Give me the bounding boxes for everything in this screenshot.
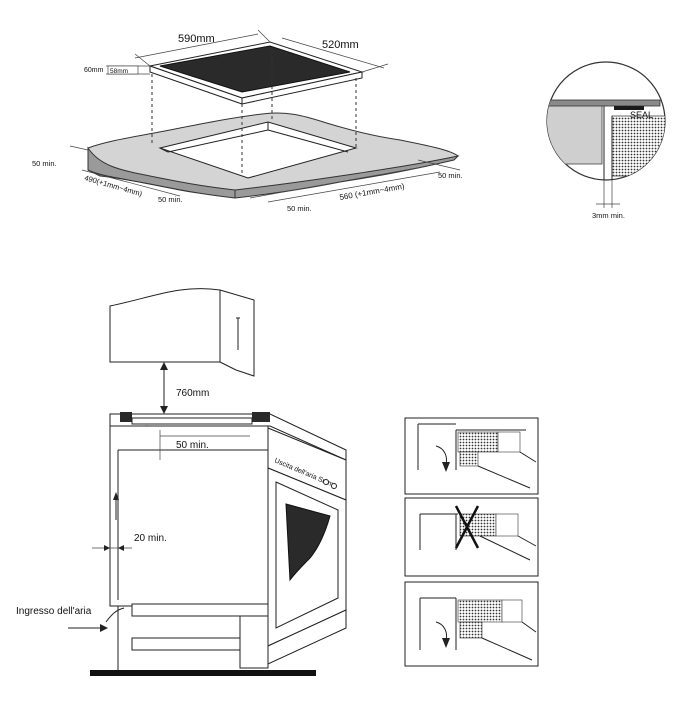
cutout-inner-edge — [159, 147, 169, 153]
floor — [90, 670, 316, 676]
seal-strip — [614, 106, 644, 110]
cabinet-installation-drawing: 760mm 50 min. 20 min. Uscita dell'aria S… — [16, 288, 347, 676]
clear-left-label: 50 min. — [32, 159, 57, 168]
arrow-head — [100, 624, 108, 632]
dim-ext-line — [134, 53, 151, 67]
dim-line-depth — [281, 37, 385, 69]
arrow-head — [160, 362, 168, 370]
side-clearance-label: 20 min. — [134, 533, 167, 544]
vent-panel-correct-1 — [404, 417, 539, 495]
cabinet-body — [109, 425, 269, 607]
air-inlet-curve — [105, 607, 125, 623]
clear-right-label: 50 min. — [438, 171, 463, 180]
clear-front-label: 50 min. — [287, 204, 312, 213]
cabinet-plinth — [239, 615, 269, 669]
oven-knob — [323, 479, 329, 485]
vent-panel-wrong — [404, 497, 539, 577]
cutout-inner-edge — [167, 129, 269, 153]
hob-width-label: 590mm — [178, 33, 215, 45]
height-body-box — [107, 65, 139, 75]
seal-corner-left — [120, 412, 132, 422]
hob-side-face — [241, 71, 363, 105]
dim-line-cutout-width-ext — [267, 171, 441, 203]
seal-detail: SEAL 3mm min. — [546, 61, 666, 220]
dim-ext-line — [361, 63, 389, 73]
cross-mark — [454, 505, 480, 549]
oven-knob — [331, 483, 337, 489]
arrow-head — [118, 545, 124, 551]
hob-slot — [131, 417, 253, 425]
oven-window — [285, 503, 331, 582]
cutout-width-label: 560 (+1mm~4mm) — [339, 182, 406, 202]
hob-height-total-label: 60mm — [84, 67, 104, 74]
hob-depth-label: 520mm — [322, 39, 359, 51]
arrow-head — [113, 492, 119, 500]
hob-glass — [159, 45, 351, 93]
clear-front-left-label: 50 min. — [158, 195, 183, 204]
wall-cabinet-side — [219, 289, 255, 377]
arrow-head — [104, 545, 110, 551]
height-above-label: 760mm — [176, 388, 209, 399]
rear-clearance-label: 50 min. — [176, 440, 209, 451]
air-inlet-label: Ingresso dell'aria — [16, 606, 92, 617]
arrow-head — [160, 406, 168, 414]
drawer-top — [131, 603, 269, 617]
dim-line-clear-left — [69, 145, 89, 151]
hob-cutout-drawing: 590mm 520mm 60mm 58mm 50 min. 490(+1mm~4… — [32, 29, 463, 213]
dim-line-width — [134, 33, 259, 59]
worktop-section — [547, 103, 603, 165]
wall-cabinet-edge — [219, 361, 237, 371]
dim-line-clear-right — [417, 159, 461, 171]
seal-label: SEAL — [630, 110, 653, 120]
dim-line-cutout-width — [249, 165, 429, 199]
hob-height-body-label: 58mm — [110, 68, 128, 75]
dim-line-cutout-depth — [81, 169, 181, 197]
hob-edge-section — [547, 99, 661, 107]
cutout-hole — [158, 121, 358, 179]
vent-panel-correct-2 — [404, 581, 539, 667]
oven-base — [267, 609, 347, 665]
cutout-inner-edge — [267, 129, 349, 153]
wall-cabinet — [109, 288, 221, 363]
ventilation-panels — [404, 417, 539, 667]
dim-ext-line — [257, 29, 271, 43]
seal-corner-right — [252, 412, 270, 422]
gap-label: 3mm min. — [592, 211, 625, 220]
